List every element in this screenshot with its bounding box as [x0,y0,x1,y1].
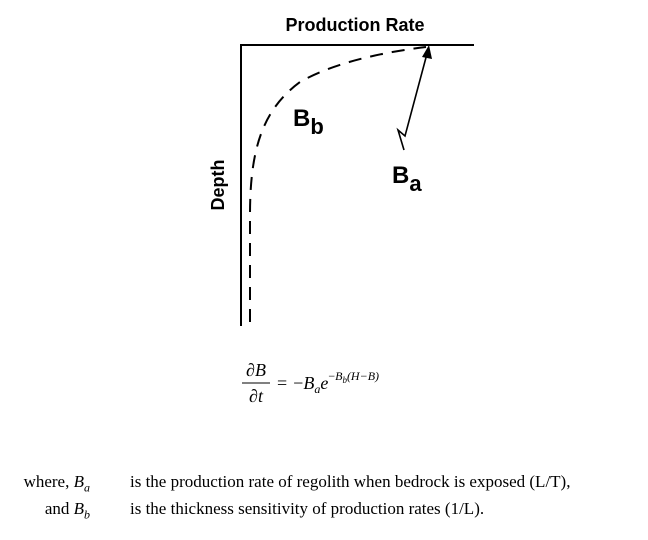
legend-lead: and Bb [44,499,90,522]
curve-label: Bb [293,105,324,139]
production-curve [249,46,427,322]
equation-numerator: ∂B [246,360,266,380]
equation: ∂B ∂t =−Bae−Bb(H−B) [242,360,379,406]
legend-description: is the thickness sensitivity of producti… [130,499,485,518]
arrow-head [422,45,432,59]
arrow-label: Ba [392,162,422,196]
lightning-arrow [396,49,429,151]
equation-rhs: =−Bae−Bb(H−B) [277,369,379,396]
y-axis-label: Depth [208,160,228,211]
legend-lead: where, Ba [23,472,90,495]
x-axis-label: Production Rate [285,15,424,35]
legend-description: is the production rate of regolith when … [130,472,571,491]
production-depth-diagram: Production Rate Depth Bb Ba ∂B ∂t =−Bae−… [208,15,474,406]
equation-denominator: ∂t [249,386,264,406]
